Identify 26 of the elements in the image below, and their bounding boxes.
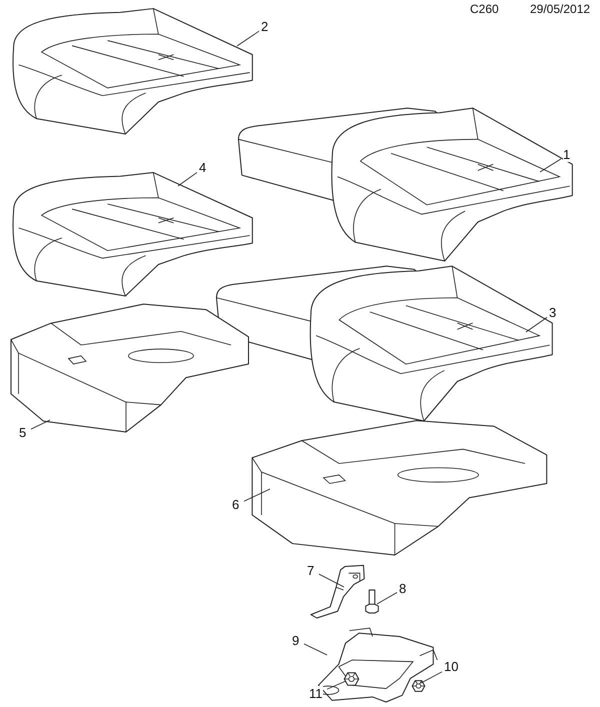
leader-line	[30, 420, 50, 430]
leader-line	[244, 488, 270, 502]
leader-line	[540, 158, 562, 172]
callout-number: 1	[563, 147, 570, 162]
leader-line	[326, 680, 346, 690]
header-label: C260	[470, 2, 499, 16]
leader-line	[318, 574, 344, 588]
callout-number: 7	[307, 563, 314, 578]
bolt-drawing	[365, 590, 379, 613]
leader-line	[178, 172, 198, 186]
leader-line	[236, 30, 260, 46]
callout-number: 6	[232, 497, 240, 512]
leader-line	[376, 592, 398, 604]
callout-number: 9	[292, 633, 300, 648]
leader-line	[304, 643, 328, 656]
callout-number: 2	[261, 19, 268, 34]
leader-line	[526, 316, 548, 332]
callout-number: 11	[309, 686, 322, 701]
callout-number: 3	[549, 305, 556, 320]
leader-line	[420, 671, 442, 684]
callout-number: 8	[399, 581, 406, 596]
callout-number: 4	[199, 160, 206, 175]
header-label: 29/05/2012	[530, 2, 590, 16]
nut-drawing	[412, 680, 425, 692]
callout-number: 5	[19, 425, 26, 440]
callout-number: 10	[444, 659, 458, 674]
